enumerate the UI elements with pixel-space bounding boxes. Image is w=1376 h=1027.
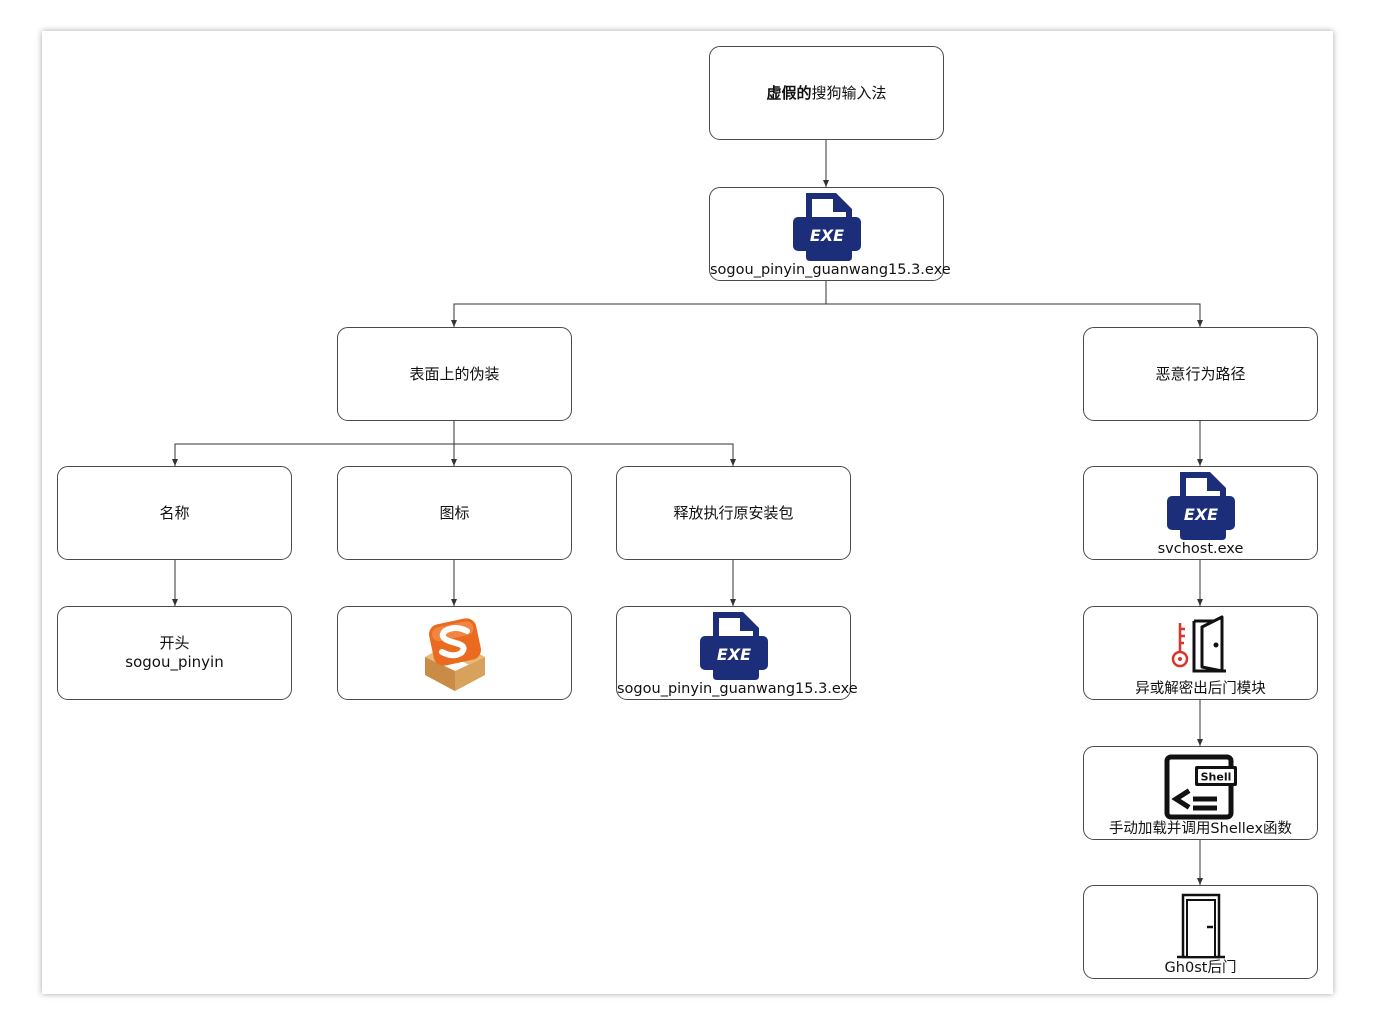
node-xor-decrypt[interactable]: 异或解密出后门模块 [1083, 606, 1318, 700]
node-label-line1: 开头 [159, 634, 190, 652]
node-icon[interactable]: 图标 [337, 466, 572, 560]
edge-exe-malicious [826, 303, 1203, 327]
node-gh0st[interactable]: Gh0st后门 [1083, 885, 1318, 979]
exe-file-icon: EXE [699, 612, 768, 680]
edge-disguise-release [454, 443, 736, 466]
node-malicious-path[interactable]: 恶意行为路径 [1083, 327, 1318, 421]
node-label: 表面上的伪装 [409, 364, 500, 383]
node-label: 释放执行原安装包 [673, 503, 794, 522]
node-release-exe[interactable]: EXE sogou_pinyin_guanwang15.3.exe [616, 606, 858, 700]
node-sogou-icon[interactable] [337, 606, 572, 700]
node-name-prefix[interactable]: 开头 sogou_pinyin [57, 606, 292, 700]
svg-text:EXE: EXE [716, 645, 750, 664]
exe-file-icon: EXE [1166, 472, 1235, 540]
door-icon [1176, 893, 1225, 959]
node-label: sogou_pinyin_guanwang15.3.exe [710, 262, 951, 278]
node-label: 手动加载并调用Shellex函数 [1108, 821, 1293, 837]
node-shellex[interactable]: Shell 手动加载并调用Shellex函数 [1083, 746, 1318, 840]
node-label: 名称 [159, 503, 190, 522]
edge-exe-disguise [451, 281, 827, 327]
node-label: 图标 [439, 503, 470, 522]
node-release-installer[interactable]: 释放执行原安装包 [616, 466, 851, 560]
door-key-icon [1171, 615, 1226, 673]
node-fake-sogou-ime[interactable]: 虚假的搜狗输入法 [709, 46, 944, 140]
node-label: 异或解密出后门模块 [1135, 681, 1266, 697]
edge-disguise-name [172, 421, 455, 466]
svg-text:EXE: EXE [1183, 505, 1217, 524]
node-label: sogou_pinyin_guanwang15.3.exe [617, 681, 858, 697]
node-svchost[interactable]: EXE svchost.exe [1083, 466, 1318, 560]
sogou-logo-icon [424, 618, 485, 691]
node-label: 虚假的搜狗输入法 [766, 83, 887, 102]
node-label: Gh0st后门 [1164, 960, 1237, 976]
node-surface-disguise[interactable]: 表面上的伪装 [337, 327, 572, 421]
exe-file-icon: EXE [792, 193, 861, 261]
node-main-exe[interactable]: EXE sogou_pinyin_guanwang15.3.exe [709, 187, 951, 281]
svg-text:Shell: Shell [1200, 771, 1231, 784]
svg-text:EXE: EXE [809, 226, 843, 245]
node-name[interactable]: 名称 [57, 466, 292, 560]
node-label-line2: sogou_pinyin [125, 653, 224, 671]
shell-terminal-icon: Shell [1164, 754, 1237, 820]
node-label: svchost.exe [1157, 541, 1244, 557]
node-label: 恶意行为路径 [1155, 364, 1246, 383]
